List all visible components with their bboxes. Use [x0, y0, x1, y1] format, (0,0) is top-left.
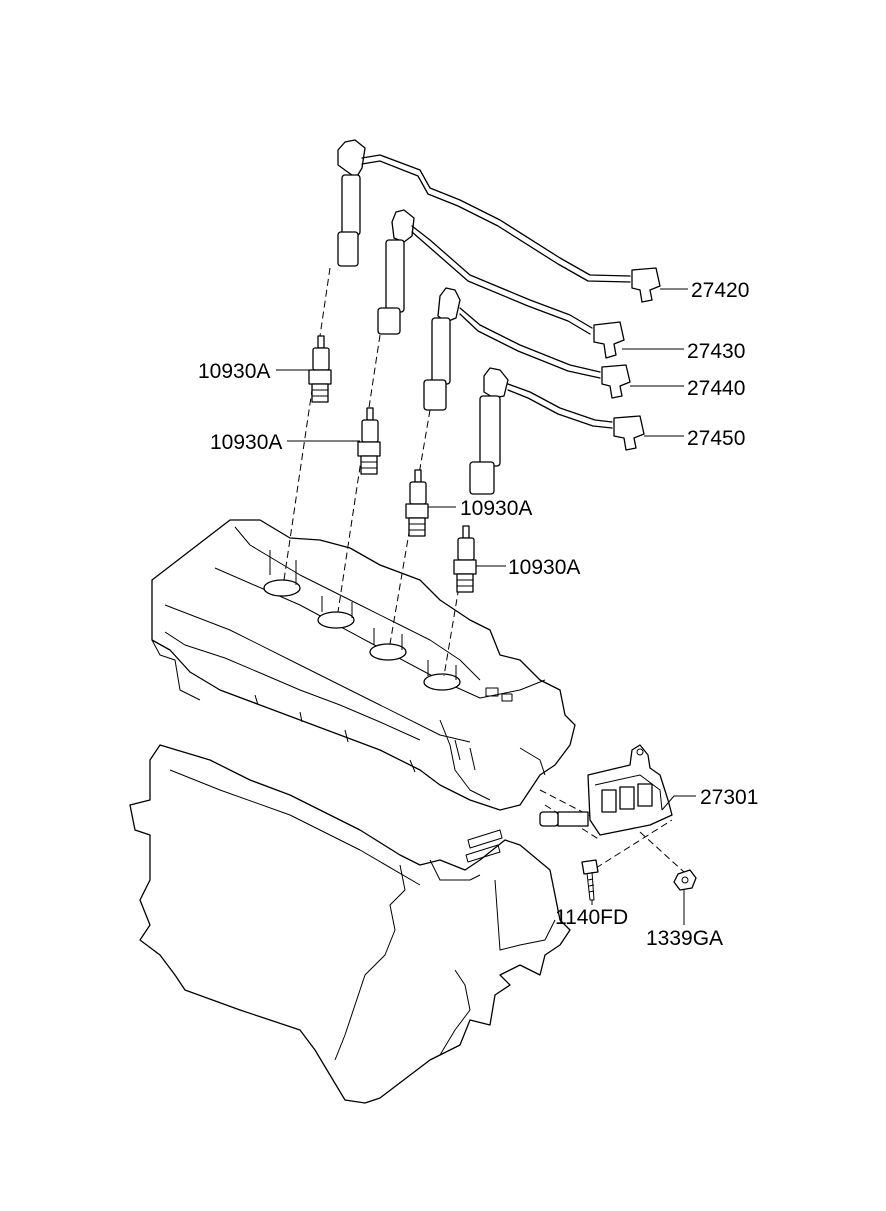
label-plug-2: 10930A [210, 431, 282, 454]
label-wire-27420: 27420 [691, 279, 749, 302]
label-plug-3: 10930A [460, 497, 532, 520]
cable-27420 [337, 139, 661, 303]
spark-plug-4 [453, 525, 477, 593]
label-bolt-1140fd: 1140FD [555, 906, 628, 929]
engine-block [129, 519, 576, 1104]
spark-plug-3 [405, 469, 429, 537]
cable-27430 [377, 209, 625, 359]
label-wire-27440: 27440 [687, 377, 745, 400]
label-coil-27301: 27301 [700, 786, 758, 809]
spark-plug-2 [357, 407, 381, 475]
bolt-1140fd [581, 859, 599, 901]
nut-1339ga [673, 869, 697, 891]
label-plug-4: 10930A [508, 556, 580, 579]
ignition-coil [539, 744, 673, 836]
label-plug-1: 10930A [198, 360, 270, 383]
spark-plug-1 [308, 335, 332, 403]
label-wire-27430: 27430 [687, 340, 745, 363]
cable-27450 [469, 367, 645, 495]
label-wire-27450: 27450 [687, 427, 745, 450]
cable-27440 [423, 287, 631, 411]
label-nut-1339ga: 1339GA [646, 927, 723, 950]
leader-lines [276, 288, 696, 925]
